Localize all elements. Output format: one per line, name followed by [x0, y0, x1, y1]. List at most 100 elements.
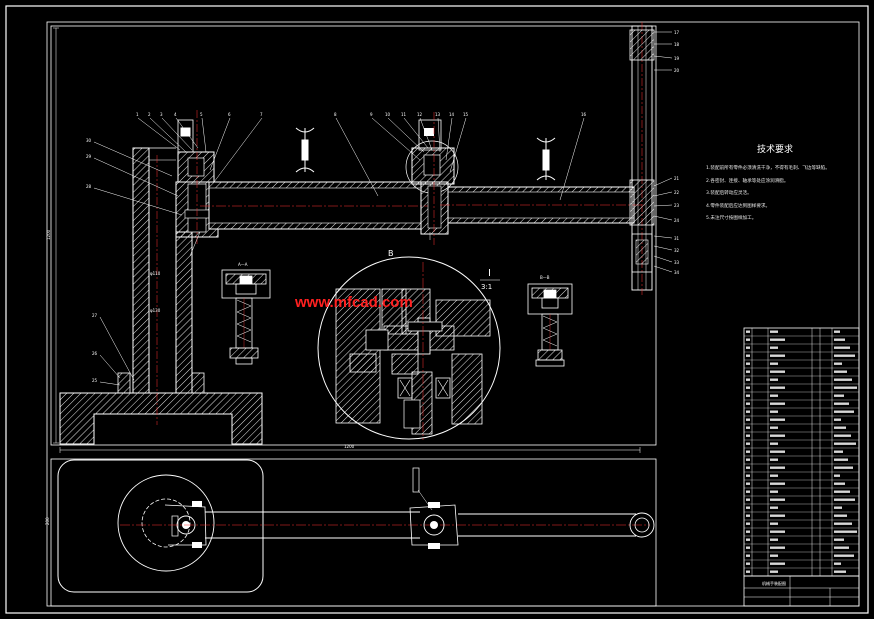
technical-requirements: 技术要求 1.装配前所有零件必须清洗干净，不得有毛刺、飞边等缺陷。 2.各密封、…	[706, 142, 836, 226]
bom-cell-text	[770, 370, 785, 373]
svg-text:20: 20	[674, 68, 680, 73]
dimension-length-text: 1200	[344, 444, 355, 449]
bom-cell-text	[746, 410, 750, 413]
svg-text:21: 21	[674, 176, 680, 181]
bom-cell-text	[770, 426, 778, 429]
bom-cell-text	[746, 378, 750, 381]
bom-cell-text	[746, 482, 750, 485]
bom-cell-text	[746, 474, 750, 477]
outer-border	[5, 5, 869, 614]
bom-cell-text	[770, 562, 785, 565]
gripper-symbol-right	[536, 137, 556, 181]
dimension-height-text: 1200	[46, 229, 51, 240]
svg-text:34: 34	[674, 270, 680, 275]
svg-text:3: 3	[160, 112, 163, 117]
svg-text:31: 31	[674, 236, 680, 241]
bom-cell-text	[834, 514, 847, 517]
bom-cell-text	[770, 554, 778, 557]
bom-cell-text	[770, 458, 778, 461]
bom-cell-text	[834, 466, 853, 469]
bom-cell-text	[770, 402, 785, 405]
bom-cell-text	[770, 546, 785, 549]
bom-cell-text	[770, 466, 785, 469]
svg-text:32: 32	[674, 248, 680, 253]
bom-cell-text	[834, 506, 842, 509]
bom-cell-text	[746, 434, 750, 437]
bom-cell-text	[770, 418, 785, 421]
svg-text:7: 7	[260, 112, 263, 117]
forearm	[440, 186, 645, 224]
bom-cell-text	[746, 418, 750, 421]
section-letter: B	[388, 249, 394, 258]
svg-text:30: 30	[86, 138, 92, 143]
svg-text:17: 17	[674, 30, 680, 35]
section-view-left: A—A	[221, 262, 271, 365]
svg-text:9: 9	[370, 112, 373, 117]
bom-cell-text	[770, 442, 778, 445]
svg-text:18: 18	[674, 42, 680, 47]
requirement-item: 2.各密封、连接、轴承等处应涂润滑脂。	[706, 178, 789, 184]
svg-text:1: 1	[136, 112, 139, 117]
svg-text:23: 23	[674, 203, 680, 208]
bom-cell-text	[746, 522, 750, 525]
svg-text:6: 6	[228, 112, 231, 117]
bom-cell-text	[770, 522, 778, 525]
bom-cell-text	[770, 474, 778, 477]
requirement-item: 4.零件装配后应达到图样要求。	[706, 203, 771, 209]
part-leaders-top	[93, 117, 585, 386]
bom-cell-text	[834, 538, 844, 541]
top-view	[57, 459, 655, 593]
bom-cell-text	[746, 338, 750, 341]
bom-cell-text	[770, 434, 785, 437]
bom-cell-text	[834, 498, 855, 501]
bom-cell-text	[834, 338, 845, 341]
bom-cell-text	[770, 330, 778, 333]
drawing-title: 机械手装配图	[762, 580, 786, 586]
bom-cell-text	[770, 362, 778, 365]
svg-text:A—A: A—A	[238, 262, 248, 267]
bom-cell-text	[770, 514, 785, 517]
bom-cell-text	[770, 538, 778, 541]
bom-cell-text	[746, 442, 750, 445]
svg-text:12: 12	[417, 112, 423, 117]
bom-cell-text	[834, 474, 840, 477]
bom-cell-text	[746, 330, 750, 333]
bom-cell-text	[770, 530, 785, 533]
svg-text:φ110: φ110	[150, 271, 161, 276]
bom-cell-text	[746, 514, 750, 517]
bom-cell-text	[770, 378, 778, 381]
detail-view-I	[317, 256, 501, 440]
bom-cell-text	[746, 450, 750, 453]
bom-cell-text	[746, 426, 750, 429]
dimension-lines	[53, 27, 641, 453]
svg-text:4: 4	[174, 112, 177, 117]
bom-cell-text	[746, 506, 750, 509]
bom-cell-text	[834, 354, 855, 357]
svg-text:16: 16	[581, 112, 587, 117]
svg-text:2: 2	[148, 112, 151, 117]
bom-cell-text	[770, 498, 785, 501]
bom-cell-text	[770, 338, 785, 341]
bom-cell-text	[746, 490, 750, 493]
bom-cell-text	[746, 402, 750, 405]
svg-text:26: 26	[92, 351, 98, 356]
gripper-symbol-left	[295, 127, 315, 173]
bom-cell-text	[746, 530, 750, 533]
bom-cell-text	[834, 490, 850, 493]
bom-cell-text	[746, 466, 750, 469]
svg-text:B—B: B—B	[540, 275, 550, 280]
bom-cell-text	[746, 458, 750, 461]
bom-cell-text	[746, 346, 750, 349]
watermark: www.mfcad.com	[294, 294, 413, 311]
bom-cell-text	[834, 330, 840, 333]
svg-text:15: 15	[463, 112, 469, 117]
svg-text:22: 22	[674, 190, 680, 195]
svg-text:28: 28	[86, 184, 92, 189]
parts-list-table	[743, 327, 860, 577]
title-block: 机械手装配图	[743, 575, 860, 607]
svg-text:11: 11	[401, 112, 407, 117]
bom-cell-text	[834, 410, 854, 413]
part-leaders-right	[653, 31, 673, 273]
bom-cell-text	[834, 362, 842, 365]
bom-cell-text	[770, 386, 785, 389]
